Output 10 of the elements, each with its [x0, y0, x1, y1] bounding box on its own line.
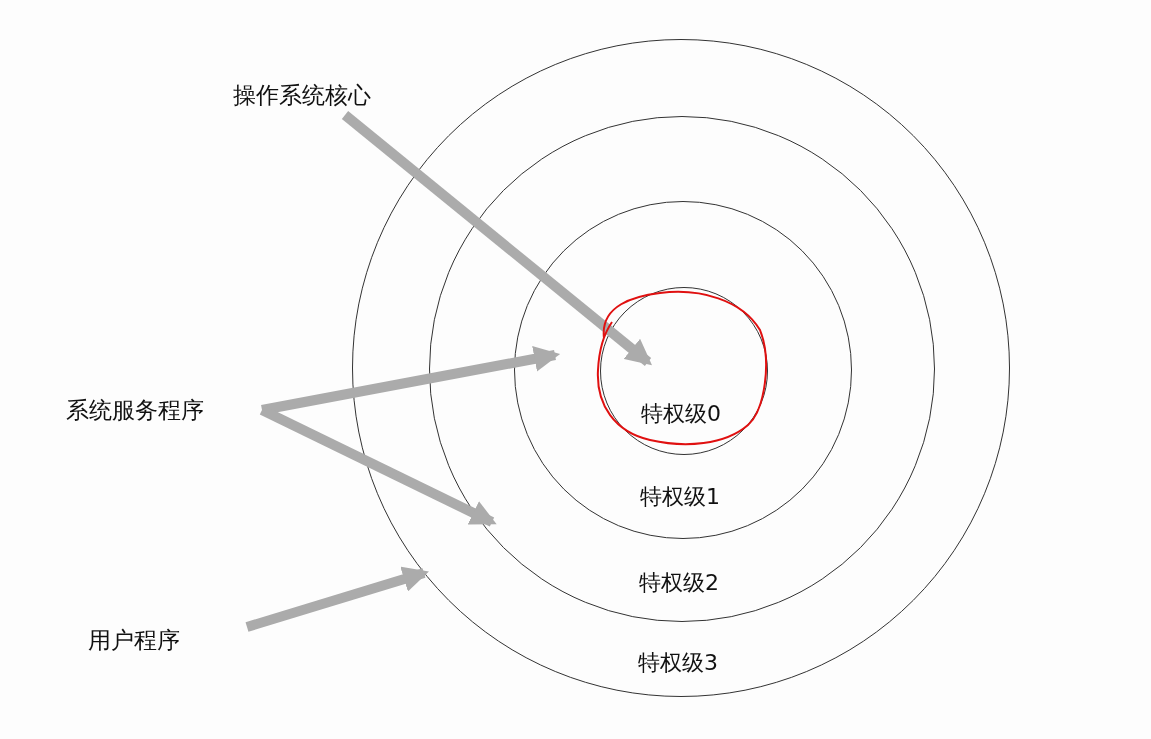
ring-label: 特权级3 — [638, 649, 718, 677]
node-label: 操作系统核心 — [233, 79, 371, 111]
ring-label: 特权级2 — [639, 569, 719, 597]
arrow — [261, 346, 561, 415]
node-label: 用户程序 — [88, 624, 180, 656]
ring-label: 特权级0 — [641, 400, 721, 428]
arrow — [341, 111, 653, 366]
arrow — [245, 566, 429, 632]
node-label: 系统服务程序 — [66, 394, 204, 426]
ring-label: 特权级1 — [640, 483, 720, 511]
